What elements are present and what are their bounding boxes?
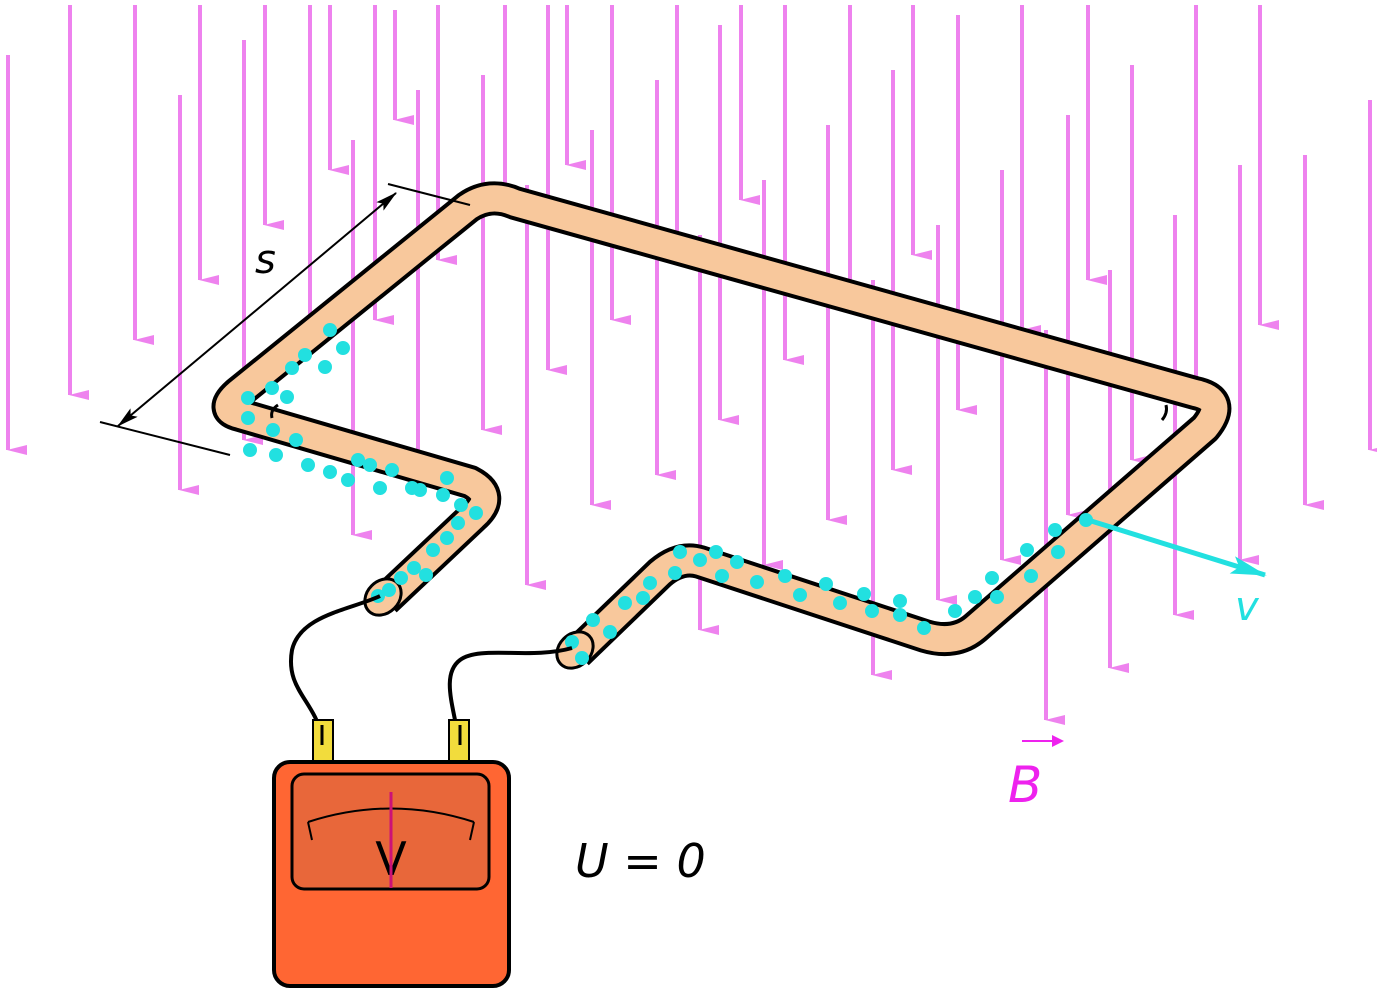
- charge-dot: [865, 604, 879, 618]
- charge-dot: [469, 506, 483, 520]
- field-label: B: [1008, 756, 1042, 814]
- charge-dot: [917, 621, 931, 635]
- charge-dot: [266, 423, 280, 437]
- charge-dot: [618, 596, 632, 610]
- charge-dot: [990, 590, 1004, 604]
- charge-dot: [289, 433, 303, 447]
- charge-dot: [1048, 523, 1062, 537]
- charge-dot: [575, 651, 589, 665]
- charge-dot: [730, 555, 744, 569]
- charge-dot: [426, 543, 440, 557]
- velocity-vector: v: [1087, 517, 1267, 630]
- charge-dot: [586, 613, 600, 627]
- charge-dot: [893, 594, 907, 608]
- charge-dot: [1024, 569, 1038, 583]
- charge-dot: [693, 553, 707, 567]
- charge-dot: [440, 531, 454, 545]
- charge-dot: [351, 453, 365, 467]
- charge-dot: [636, 591, 650, 605]
- charge-dot: [243, 443, 257, 457]
- charge-dot: [454, 498, 468, 512]
- field-label-group: B: [1008, 735, 1064, 814]
- charge-dot: [298, 348, 312, 362]
- charge-dot: [323, 465, 337, 479]
- charge-dot: [793, 588, 807, 602]
- charge-dot: [373, 481, 387, 495]
- charge-dot: [318, 360, 332, 374]
- lead-wires: [288, 594, 573, 739]
- charge-dot: [405, 481, 419, 495]
- charge-dot: [241, 411, 255, 425]
- charge-dot: [382, 583, 396, 597]
- charge-dot: [857, 587, 871, 601]
- voltmeter-icon: V: [272, 719, 511, 988]
- charge-dot: [1020, 543, 1034, 557]
- charge-dot: [1051, 545, 1065, 559]
- velocity-label: v: [1235, 584, 1260, 630]
- charge-dot: [323, 323, 337, 337]
- charge-dot: [363, 458, 377, 472]
- charge-dot: [269, 448, 283, 462]
- charge-dot: [451, 516, 465, 530]
- charge-dot: [301, 458, 315, 472]
- charge-dot: [394, 571, 408, 585]
- charge-dot: [1079, 513, 1093, 527]
- charge-dot: [673, 545, 687, 559]
- charge-dot: [948, 604, 962, 618]
- charge-dot: [285, 361, 299, 375]
- charge-dot: [407, 561, 421, 575]
- charge-carriers: [241, 323, 1093, 665]
- charge-dot: [778, 569, 792, 583]
- charge-dot: [419, 568, 433, 582]
- length-dimension: s: [99, 183, 471, 456]
- charge-dot: [709, 545, 723, 559]
- charge-dot: [341, 473, 355, 487]
- magnetic-field-arrows: [6, 5, 1377, 725]
- charge-dot: [715, 569, 729, 583]
- charge-dot: [819, 577, 833, 591]
- charge-dot: [668, 566, 682, 580]
- charge-dot: [241, 391, 255, 405]
- charge-dot: [436, 488, 450, 502]
- charge-dot: [985, 571, 999, 585]
- charge-dot: [893, 608, 907, 622]
- charge-dot: [440, 471, 454, 485]
- charge-dot: [565, 635, 579, 649]
- charge-dot: [968, 590, 982, 604]
- charge-dot: [643, 576, 657, 590]
- charge-dot: [603, 625, 617, 639]
- charge-dot: [265, 381, 279, 395]
- charge-dot: [280, 390, 294, 404]
- voltage-reading: U = 0: [575, 834, 706, 888]
- charge-dot: [385, 463, 399, 477]
- charge-dot: [750, 575, 764, 589]
- length-label: s: [255, 237, 276, 283]
- charge-dot: [833, 596, 847, 610]
- charge-dot: [336, 341, 350, 355]
